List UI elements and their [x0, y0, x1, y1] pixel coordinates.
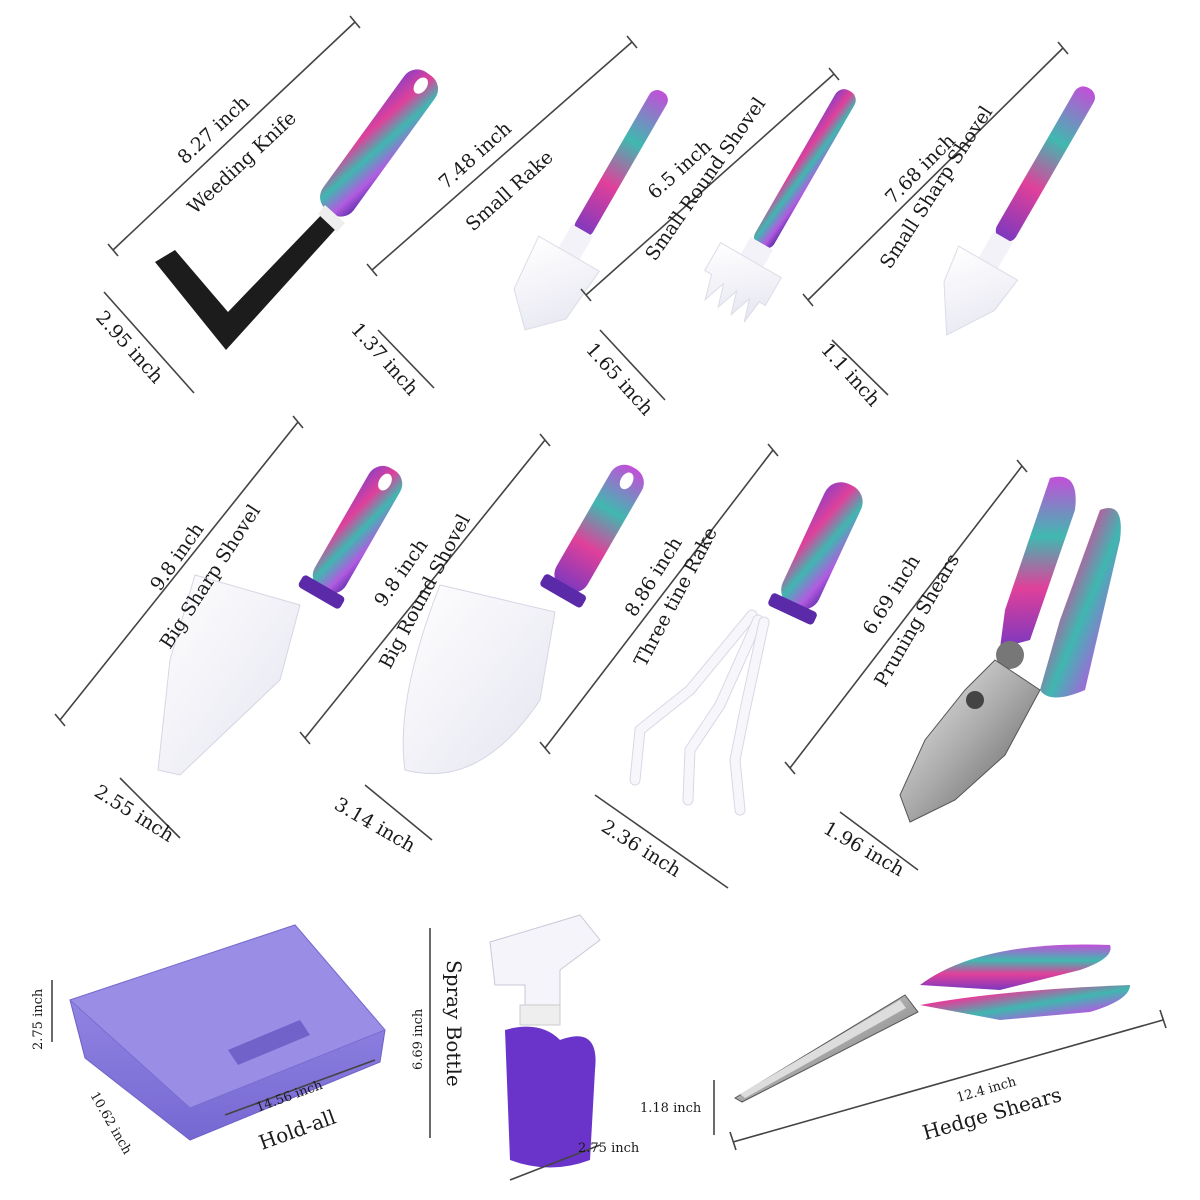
pruning-shears-blade: [899, 659, 1041, 823]
big-sharp-shovel: 9.8 inch Big Sharp Shovel 2.55 inch: [54, 415, 403, 847]
spray-bottle-width-label: 2.75 inch: [578, 1141, 640, 1156]
small-rake-length-line: [371, 41, 633, 271]
small-rake-width-label: 1.37 inch: [346, 319, 422, 400]
hedge-shears-handle-lower: [920, 985, 1130, 1020]
hold-all-height-label: 2.75 inch: [31, 988, 46, 1050]
big-round-shovel-width-line: [364, 784, 433, 841]
small-round-shovel-length-line: [585, 73, 835, 296]
small-sharp-shovel-width-label: 1.1 inch: [816, 339, 884, 411]
big-round-shovel-blade: [402, 584, 556, 775]
big-sharp-shovel-width-label: 2.55 inch: [90, 781, 178, 847]
weeding-knife-blade: [155, 208, 342, 350]
small-sharp-shovel-handle: [995, 86, 1095, 242]
hold-all-handle: [228, 1020, 310, 1065]
hold-all-depth-label: 10.62 inch: [87, 1090, 135, 1158]
small-rake-handle: [574, 90, 668, 237]
big-sharp-shovel-length-line: [59, 421, 299, 721]
spray-bottle: 6.69 inch Spray Bottle 2.75 inch: [411, 914, 640, 1181]
three-tine-rake-handle: [781, 482, 863, 610]
big-sharp-shovel-blade: [157, 574, 301, 776]
small-sharp-shovel-width-line: [831, 339, 889, 396]
small-rake-width-line: [377, 329, 435, 389]
small-sharp-shovel-head: [943, 245, 1019, 336]
big-round-shovel-width-label: 3.14 inch: [331, 793, 420, 857]
big-round-shovel-length-line: [304, 439, 546, 739]
three-tine-rake-length-line: [544, 449, 774, 749]
big-round-shovel: 9.8 inch Big Round Shovel 3.14 inch: [299, 433, 644, 857]
weeding-knife-name-label: Weeding Knife: [183, 107, 300, 219]
weeding-knife-handle: [320, 69, 439, 217]
pruning-shears-width-label: 1.96 inch: [820, 817, 909, 881]
big-round-shovel-handle: [554, 464, 644, 593]
weeding-knife-width-label: 2.95 inch: [91, 307, 167, 388]
small-round-shovel-handle: [754, 89, 856, 249]
hedge-shears: 1.18 inch 12.4 inch Hedge Shears: [640, 944, 1167, 1151]
three-tine-rake-width-line: [594, 794, 729, 889]
weeding-knife-width-line: [103, 291, 195, 394]
spray-bottle-nozzle: [489, 914, 601, 1011]
spray-bottle-height-label: 6.69 inch: [411, 1008, 426, 1070]
three-tine-rake-tines: [629, 609, 770, 816]
small-sharp-shovel-length-line: [807, 47, 1064, 301]
hedge-shears-width-label: 1.18 inch: [640, 1101, 702, 1116]
spray-bottle-name-label: Spray Bottle: [442, 960, 466, 1087]
small-round-shovel-head: [704, 242, 782, 323]
pruning-shears-length-line: [789, 465, 1023, 769]
pruning-shears-width-line: [839, 811, 919, 871]
pruning-shears-handle-right: [1040, 508, 1121, 698]
pruning-shears-handle-left: [1000, 476, 1076, 648]
small-rake-head: [513, 235, 601, 331]
weeding-knife: 8.27 inch Weeding Knife 2.95 inch: [91, 15, 439, 394]
spray-bottle-body: [505, 1026, 596, 1168]
spray-bottle-width-line: [509, 1144, 601, 1181]
hold-all-width-line: [224, 1059, 376, 1116]
big-sharp-shovel-width-line: [119, 777, 181, 839]
hedge-shears-length-line: [732, 1019, 1164, 1143]
big-sharp-shovel-handle: [312, 465, 403, 594]
weeding-knife-length-line: [112, 21, 356, 251]
hedge-shears-handle-upper: [920, 944, 1111, 990]
hold-all: 2.75 inch 10.62 inch 14.56 inch Hold-all: [31, 924, 386, 1158]
small-round-shovel-width-line: [599, 329, 666, 401]
